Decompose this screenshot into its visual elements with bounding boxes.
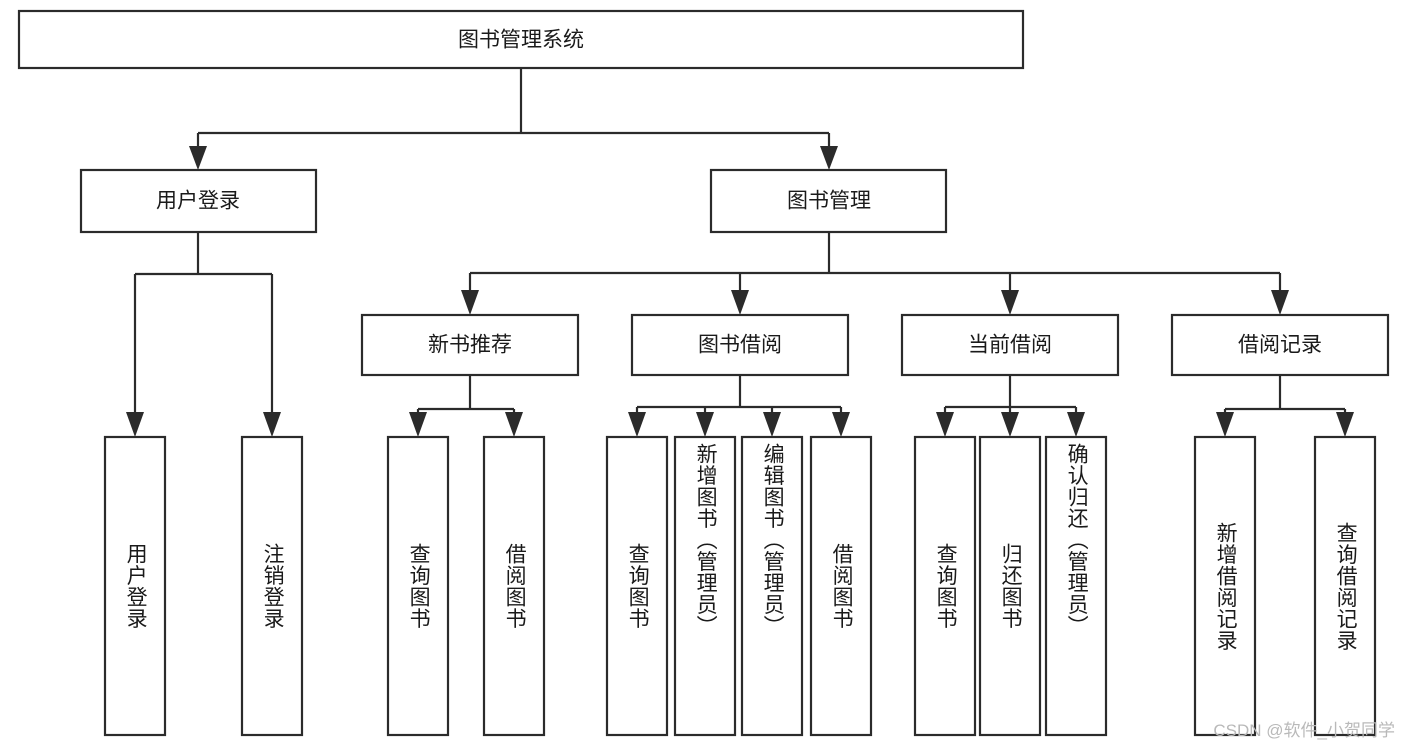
label-user-login: 用户登录 xyxy=(156,190,240,213)
arrow-to-currentborrow-leaf-3 xyxy=(1067,412,1085,437)
arrow-to-bookborrow-leaf-2 xyxy=(696,412,714,437)
leaf-currentborrow-confirm-return[interactable] xyxy=(1044,435,1108,737)
label-borrow-record: 借阅记录 xyxy=(1238,334,1322,357)
arrow-to-bookborrow-leaf-3 xyxy=(763,412,781,437)
arrow-to-borrowrecord-leaf-1 xyxy=(1216,412,1234,437)
node-current-borrow[interactable] xyxy=(900,313,1120,377)
horizontal-label-layer: 图书管理系统 用户登录 图书管理 新书推荐 图书借阅 当前借阅 借阅记录 xyxy=(156,29,1322,357)
leaf-newbook-query-book[interactable] xyxy=(386,435,450,737)
arrow-to-new-book xyxy=(461,290,479,315)
node-root[interactable] xyxy=(17,9,1025,70)
leaf-user-login-login[interactable] xyxy=(103,435,167,737)
arrow-to-currentborrow-leaf-2 xyxy=(1001,412,1019,437)
arrow-to-bookborrow-leaf-4 xyxy=(832,412,850,437)
label-root: 图书管理系统 xyxy=(458,29,584,52)
arrow-to-borrow-record xyxy=(1271,290,1289,315)
arrow-to-newbook-leaf-2 xyxy=(505,412,523,437)
leaf-bookborrow-query-book[interactable] xyxy=(605,435,669,737)
node-layer xyxy=(17,9,1390,737)
arrow-to-bookborrow-leaf-1 xyxy=(628,412,646,437)
label-current-borrow: 当前借阅 xyxy=(968,334,1052,357)
leaf-bookborrow-borrow-book[interactable] xyxy=(809,435,873,737)
arrow-to-leaf-logout xyxy=(263,412,281,437)
arrow-to-book-borrow xyxy=(731,290,749,315)
label-new-book-recommend: 新书推荐 xyxy=(428,334,512,357)
node-new-book-recommend[interactable] xyxy=(360,313,580,377)
csdn-watermark: CSDN @软件_小贺同学 xyxy=(1213,721,1395,740)
arrow-to-user-login xyxy=(189,146,207,170)
node-book-management[interactable] xyxy=(709,168,948,234)
leaf-currentborrow-query-book[interactable] xyxy=(913,435,977,737)
arrow-to-borrowrecord-leaf-2 xyxy=(1336,412,1354,437)
node-user-login[interactable] xyxy=(79,168,318,234)
leaf-borrowrecord-add-record[interactable] xyxy=(1193,435,1257,737)
leaf-currentborrow-return-book[interactable] xyxy=(978,435,1042,737)
arrow-to-book-manage xyxy=(820,146,838,170)
label-book-borrow: 图书借阅 xyxy=(698,334,782,357)
leaf-user-login-logout[interactable] xyxy=(240,435,304,737)
arrow-to-leaf-user-login xyxy=(126,412,144,437)
arrow-to-currentborrow-leaf-1 xyxy=(936,412,954,437)
leaf-bookborrow-add-book[interactable] xyxy=(673,435,737,737)
node-book-borrow[interactable] xyxy=(630,313,850,377)
arrow-to-newbook-leaf-1 xyxy=(409,412,427,437)
connector-layer xyxy=(126,69,1354,437)
leaf-borrowrecord-query-record[interactable] xyxy=(1313,435,1377,737)
node-borrow-record[interactable] xyxy=(1170,313,1390,377)
label-book-management: 图书管理 xyxy=(787,190,871,213)
leaf-newbook-borrow-book[interactable] xyxy=(482,435,546,737)
leaf-bookborrow-edit-book[interactable] xyxy=(740,435,804,737)
arrow-to-current-borrow xyxy=(1001,290,1019,315)
